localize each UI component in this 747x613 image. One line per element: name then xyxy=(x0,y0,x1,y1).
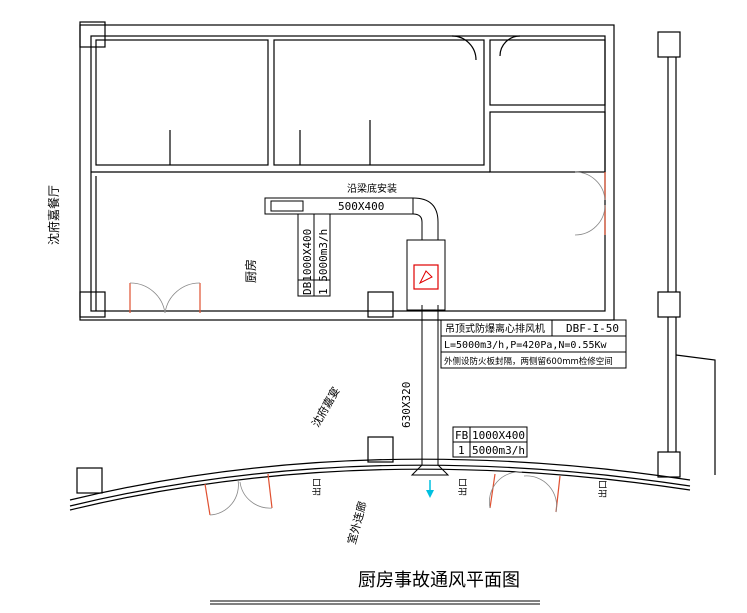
label-exit-right: 出口 xyxy=(597,480,609,498)
label-corridor: 室外连廊 xyxy=(344,500,369,546)
label-exit-mid: 出口 xyxy=(457,478,469,496)
db-row1: DB1000X400 xyxy=(301,229,314,295)
duct-system xyxy=(210,197,627,605)
label-banquet: 沈府嘉宴 xyxy=(308,384,342,429)
fb-num: 1 xyxy=(458,444,465,457)
walls xyxy=(69,21,716,511)
fan-name: 吊顶式防爆离心排风机 xyxy=(445,322,545,335)
fan-note: 外侧设防火板封隔，两侧留600mm检修空间 xyxy=(444,356,613,367)
fan-icon xyxy=(413,264,439,290)
fb-size: 1000X400 xyxy=(472,429,525,442)
arrow-head-icon xyxy=(426,490,434,498)
mount-note: 沿梁底安装 xyxy=(347,182,397,195)
fb-code: FB xyxy=(455,429,469,442)
fan-model: DBF-I-50 xyxy=(566,322,619,335)
top-duct-size: 500X400 xyxy=(338,200,384,213)
fan-spec: L=5000m3/h,P=420Pa,N=0.55Kw xyxy=(444,340,608,351)
door-swings xyxy=(129,171,606,516)
fb-flow: 5000m3/h xyxy=(472,444,525,457)
label-left-hall: 沈府嘉餐厅 xyxy=(46,185,61,245)
label-exit-left: 出口 xyxy=(311,478,323,496)
db-row2: 1 5000m3/h xyxy=(317,229,330,295)
riser-duct-size: 630X320 xyxy=(400,382,413,428)
drawing-title: 厨房事故通风平面图 xyxy=(358,570,520,591)
label-kitchen: 厨房 xyxy=(243,259,258,283)
fan-symbol-icon xyxy=(418,270,433,285)
